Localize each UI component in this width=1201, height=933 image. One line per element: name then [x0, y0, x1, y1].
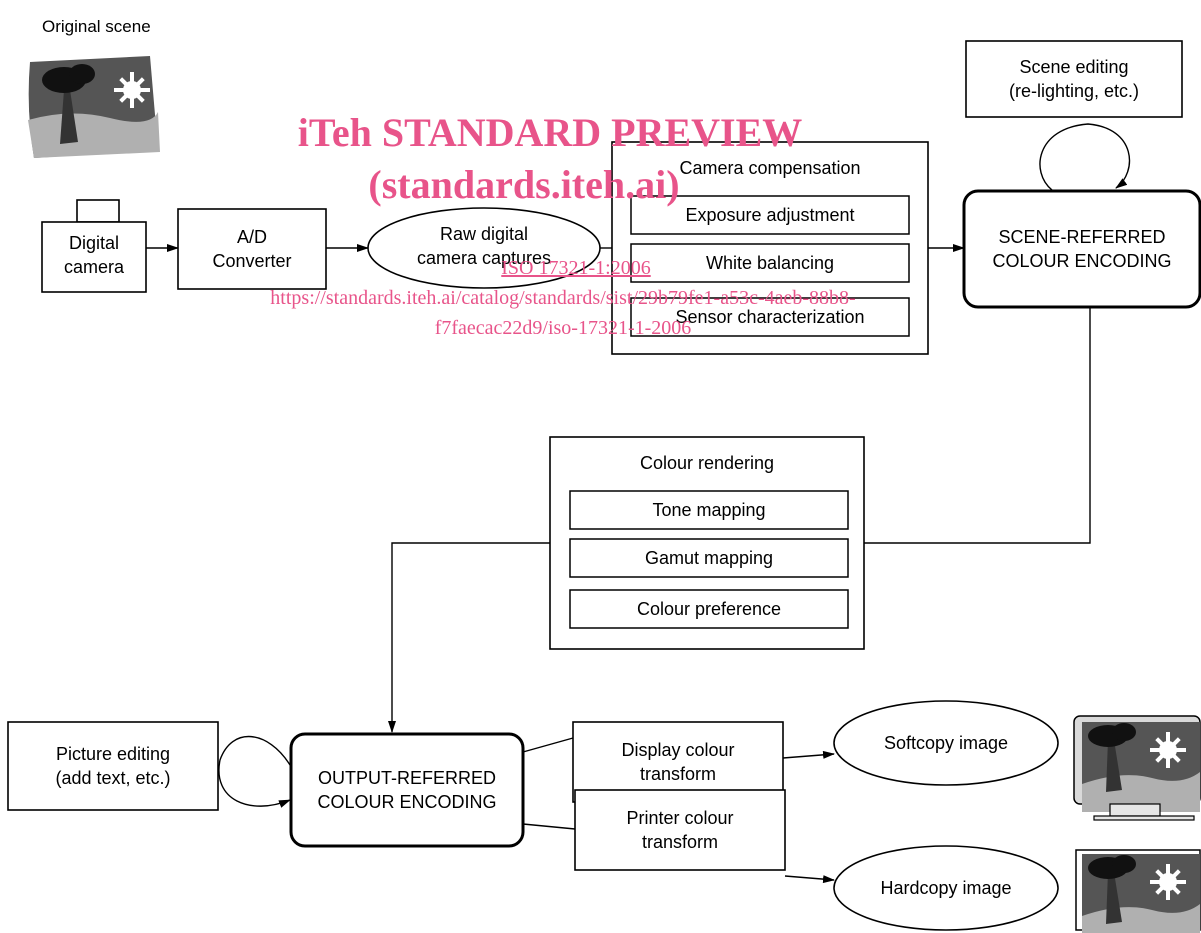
- watermark-title: iTeh STANDARD PREVIEW: [298, 110, 803, 155]
- step-colour-preference: Colour preference: [637, 599, 781, 619]
- picture-editing-label-1: Picture editing: [56, 744, 170, 764]
- output-referred-label-2: COLOUR ENCODING: [317, 792, 496, 812]
- monitor-icon: [1073, 715, 1201, 821]
- scene-editing-loop: [1039, 123, 1131, 191]
- hardcopy-label: Hardcopy image: [880, 878, 1011, 898]
- watermark-doc-id: ISO 17321-1:2006: [501, 257, 650, 279]
- original-scene-image: [28, 56, 160, 158]
- link-output-to-display: [522, 737, 574, 753]
- output-referred-node: OUTPUT-REFERRED COLOUR ENCODING: [289, 732, 525, 848]
- step-exposure-adjustment: Exposure adjustment: [685, 205, 854, 225]
- printer-transform-node: Printer colour transform: [574, 789, 786, 871]
- printer-transform-label-2: transform: [642, 832, 718, 852]
- step-box: [630, 243, 910, 283]
- print-icon: [1075, 849, 1201, 933]
- watermark: iTeh STANDARD PREVIEW (standards.iteh.ai…: [270, 110, 855, 339]
- arrow-rendering-to-output: [388, 542, 550, 733]
- softcopy-node: Softcopy image: [833, 700, 1059, 786]
- display-transform-label-1: Display colour: [621, 740, 734, 760]
- step-box: [630, 297, 910, 337]
- step-box: [569, 490, 849, 530]
- softcopy-label: Softcopy image: [884, 733, 1008, 753]
- raw-captures-label-1: Raw digital: [440, 224, 528, 244]
- scene-editing-label-1: Scene editing: [1019, 57, 1128, 77]
- digital-camera-node: Digital camera: [41, 199, 147, 293]
- original-scene-caption: Original scene: [42, 17, 151, 36]
- step-box: [569, 538, 849, 578]
- output-referred-label-1: OUTPUT-REFERRED: [318, 768, 496, 788]
- digital-camera-label-2: camera: [64, 257, 125, 277]
- watermark-url-2: f7faecac22d9/iso-17321-1-2006: [435, 317, 692, 339]
- picture-editing-label-2: (add text, etc.): [55, 768, 170, 788]
- step-box: [569, 589, 849, 629]
- step-white-balancing: White balancing: [706, 253, 834, 273]
- hardcopy-node: Hardcopy image: [833, 845, 1059, 931]
- colour-rendering-node: Colour rendering Tone mapping Gamut mapp…: [549, 436, 865, 650]
- link-scene-to-rendering: [848, 307, 1091, 544]
- raw-captures-node: Raw digital camera captures: [367, 207, 601, 289]
- watermark-url-1: https://standards.iteh.ai/catalog/standa…: [270, 287, 855, 309]
- colour-rendering-title: Colour rendering: [640, 453, 774, 473]
- step-sensor-characterization: Sensor characterization: [675, 307, 864, 327]
- scene-referred-label-2: COLOUR ENCODING: [992, 251, 1171, 271]
- step-box: [630, 195, 910, 235]
- link-output-to-printer: [522, 823, 576, 830]
- display-transform-node: Display colour transform: [572, 721, 784, 803]
- picture-editing-loop: [218, 735, 291, 808]
- ad-converter-node: A/D Converter: [177, 208, 327, 290]
- display-transform-label-2: transform: [640, 764, 716, 784]
- digital-camera-label-1: Digital: [69, 233, 119, 253]
- scene-editing-node: Scene editing (re-lighting, etc.): [965, 40, 1183, 118]
- step-tone-mapping: Tone mapping: [652, 500, 765, 520]
- scene-editing-label-2: (re-lighting, etc.): [1009, 81, 1139, 101]
- arrow-printer-to-hardcopy: [784, 875, 835, 884]
- camera-compensation-node: Camera compensation Exposure adjustment …: [611, 141, 929, 355]
- scene-referred-node: SCENE-REFERRED COLOUR ENCODING: [962, 189, 1201, 309]
- watermark-subtitle: (standards.iteh.ai): [368, 162, 679, 207]
- scene-referred-label-1: SCENE-REFERRED: [998, 227, 1165, 247]
- arrow-display-to-softcopy: [782, 750, 835, 759]
- step-gamut-mapping: Gamut mapping: [645, 548, 773, 568]
- picture-editing-node: Picture editing (add text, etc.): [7, 721, 219, 811]
- camera-compensation-title: Camera compensation: [679, 158, 860, 178]
- raw-captures-label-2: camera captures: [417, 248, 551, 268]
- printer-transform-label-1: Printer colour: [626, 808, 733, 828]
- ad-converter-label-1: A/D: [237, 227, 267, 247]
- ad-converter-label-2: Converter: [212, 251, 291, 271]
